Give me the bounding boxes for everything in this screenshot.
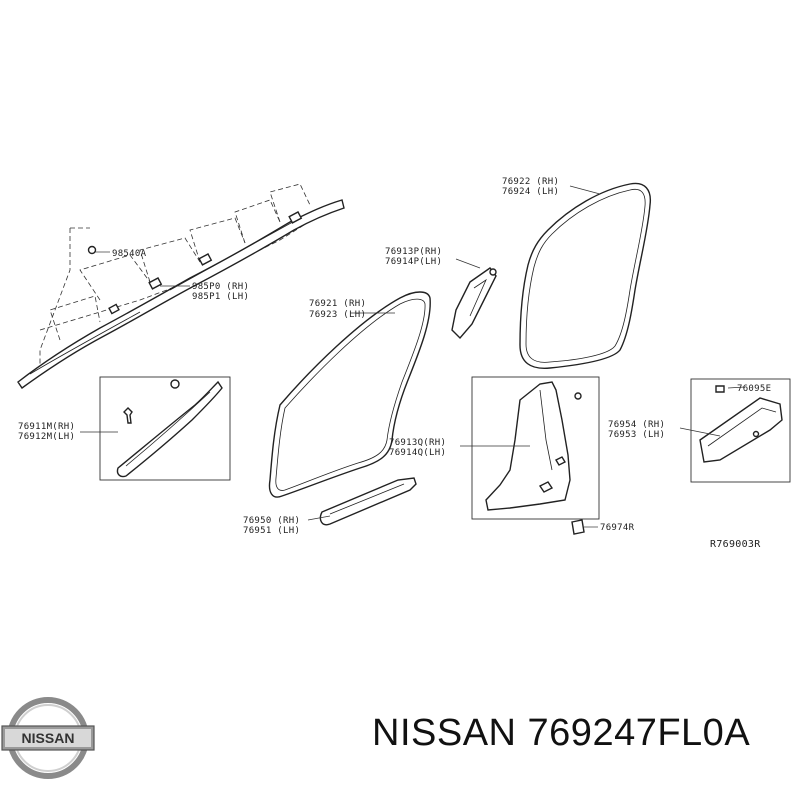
leader-lines bbox=[80, 185, 746, 528]
front-pillar-garnish-group bbox=[99, 376, 231, 481]
logo-text: NISSAN bbox=[22, 730, 75, 746]
label-front-weatherstrip-lh: 76923 (LH) bbox=[309, 310, 366, 320]
clip-icon bbox=[123, 407, 133, 424]
label-rear-weatherstrip-rh: 76922 (RH) bbox=[502, 177, 559, 187]
front-kicking-plate bbox=[319, 477, 417, 526]
clip-icon bbox=[87, 245, 97, 255]
part-number-title: NISSAN 769247FL0A bbox=[372, 712, 751, 754]
rear-kicking-group bbox=[690, 378, 791, 483]
label-pillar-garnish-rh: 76911M(RH) bbox=[18, 422, 75, 432]
label-center-pillar-upper-rh: 76913P(RH) bbox=[385, 247, 442, 257]
label-center-pillar-upper-lh: 76914P(LH) bbox=[385, 257, 442, 267]
clip-icon bbox=[715, 385, 725, 393]
curtain-airbag bbox=[17, 183, 345, 389]
diagram-reference: R769003R bbox=[710, 539, 761, 550]
label-rear-kicking-lh: 76953 (LH) bbox=[608, 430, 665, 440]
label-center-pillar-lower-lh: 76914Q(LH) bbox=[389, 448, 446, 458]
label-airbag-clip: 98540A bbox=[112, 249, 147, 259]
label-rear-kicking-rh: 76954 (RH) bbox=[608, 420, 665, 430]
clip-icon bbox=[574, 392, 582, 400]
label-front-kicking-lh: 76951 (LH) bbox=[243, 526, 300, 536]
center-pillar-upper bbox=[451, 267, 497, 340]
small-clip bbox=[571, 519, 585, 535]
label-rear-clip: 76095E bbox=[737, 384, 771, 394]
front-weatherstrip bbox=[268, 291, 431, 498]
label-airbag-lh: 985P1 (LH) bbox=[192, 292, 249, 302]
clip-icon bbox=[489, 268, 497, 276]
label-rear-weatherstrip-lh: 76924 (LH) bbox=[502, 187, 559, 197]
rear-weatherstrip bbox=[519, 182, 652, 369]
label-center-pillar-lower-rh: 76913Q(RH) bbox=[389, 438, 446, 448]
label-pillar-garnish-lh: 76912M(LH) bbox=[18, 432, 75, 442]
nissan-logo: NISSAN bbox=[1, 697, 95, 779]
center-pillar-lower-group bbox=[471, 376, 600, 520]
label-clip-small: 76974R bbox=[600, 523, 635, 533]
label-airbag-rh: 985P0 (RH) bbox=[192, 282, 249, 292]
label-front-weatherstrip-rh: 76921 (RH) bbox=[309, 299, 366, 309]
label-front-kicking-rh: 76950 (RH) bbox=[243, 516, 300, 526]
clip-icon bbox=[170, 379, 180, 389]
